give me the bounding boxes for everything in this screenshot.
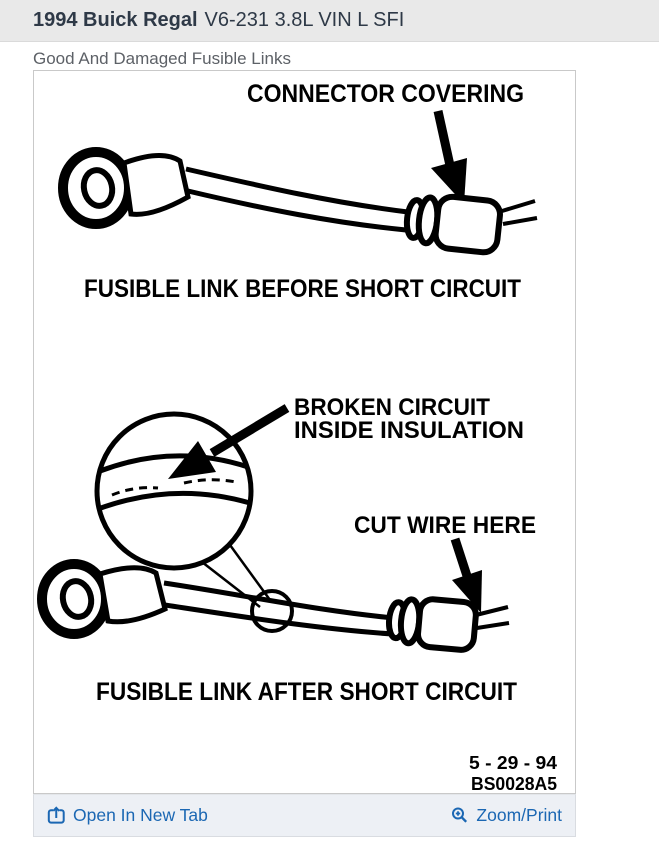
connector-covering-label: CONNECTOR COVERING: [247, 80, 524, 108]
cut-wire-arrow: [450, 537, 482, 613]
title-bar: 1994 Buick Regal V6-231 3.8L VIN L SFI: [0, 0, 659, 42]
connector-bottom: [385, 596, 479, 653]
vehicle-name: 1994 Buick Regal: [33, 9, 198, 31]
date-stamp: 5 - 29 - 94: [469, 753, 557, 773]
open-in-new-tab-icon: [47, 806, 65, 824]
connector-covering-arrow: [431, 110, 467, 204]
broken-circuit-label-line2: INSIDE INSULATION: [294, 417, 524, 444]
cut-wire-label: CUT WIRE HERE: [354, 512, 536, 539]
wire-bottom: [163, 580, 395, 637]
before-caption: FUSIBLE LINK BEFORE SHORT CIRCUIT: [84, 275, 521, 303]
open-in-new-tab-label: Open In New Tab: [73, 805, 208, 825]
engine-spec: V6-231 3.8L VIN L SFI: [204, 9, 405, 31]
before-short-circuit-drawing: [58, 110, 538, 256]
zoom-magnifier-icon: [452, 807, 468, 823]
fusible-link-diagram: CONNECTOR COVERING FUSIBLE LINK BEFORE S…: [37, 80, 557, 793]
broken-circuit-label-line1: BROKEN CIRCUIT: [294, 394, 490, 421]
broken-circuit-arrow: [168, 404, 290, 479]
after-short-circuit-drawing: [37, 404, 510, 653]
after-caption: FUSIBLE LINK AFTER SHORT CIRCUIT: [96, 678, 517, 706]
pigtail-wires-bottom: [475, 605, 510, 630]
diagram-canvas: CONNECTOR COVERING FUSIBLE LINK BEFORE S…: [33, 70, 576, 794]
zoom-print-label: Zoom/Print: [476, 805, 562, 825]
zoom-print-link[interactable]: Zoom/Print: [451, 805, 562, 826]
figure-code: BS0028A5: [471, 774, 557, 793]
diagram-widget: CONNECTOR COVERING FUSIBLE LINK BEFORE S…: [33, 70, 576, 837]
wire-top: [185, 166, 409, 233]
open-in-new-tab-link[interactable]: Open In New Tab: [47, 805, 208, 826]
connector-top: [403, 193, 503, 256]
pigtail-wires-top: [501, 199, 538, 226]
article-subtitle: Good And Damaged Fusible Links: [33, 49, 291, 68]
page-title: 1994 Buick Regal V6-231 3.8L VIN L SFI: [33, 9, 404, 32]
diagram-action-bar: Open In New Tab Zoom/Print: [33, 794, 576, 837]
ring-terminal-top: [58, 147, 191, 229]
ring-terminal-bottom: [37, 559, 168, 639]
magnifier-detail-circle: [94, 411, 254, 571]
damage-spot-bubble: [250, 589, 294, 633]
